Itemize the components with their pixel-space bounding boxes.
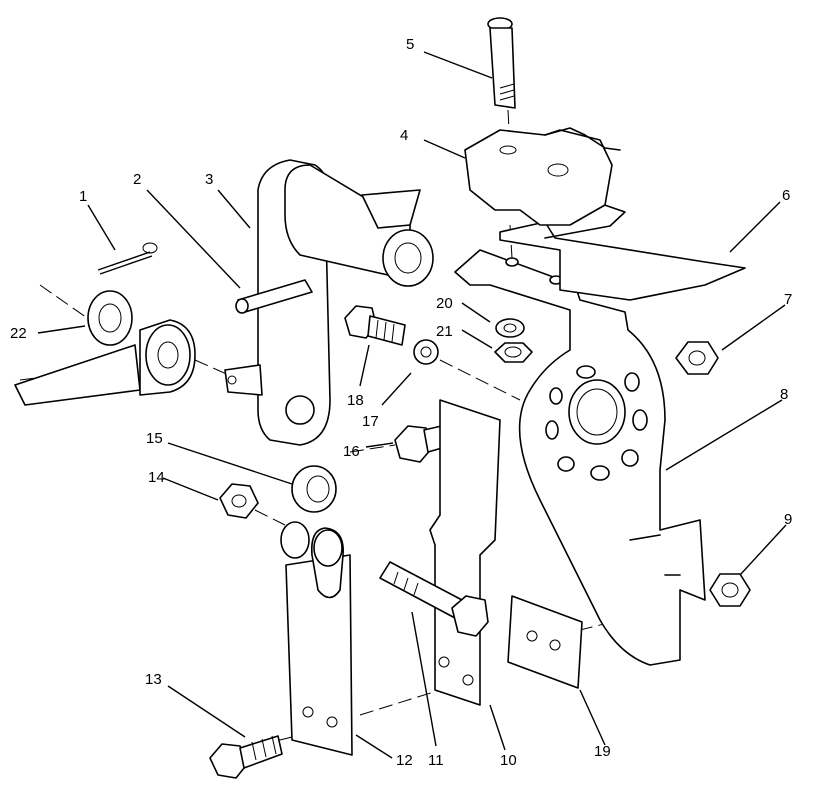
callout-12: 12 bbox=[396, 752, 413, 769]
callout-7: 7 bbox=[784, 291, 792, 308]
callout-22: 22 bbox=[10, 325, 27, 342]
nut-part-14 bbox=[219, 483, 259, 519]
bolt-part-11 bbox=[379, 561, 489, 637]
nut-part-7 bbox=[675, 341, 719, 375]
bolt-part-13 bbox=[209, 735, 283, 779]
callout-21: 21 bbox=[436, 323, 453, 340]
screw-part-5 bbox=[487, 17, 516, 109]
clevis-bracket-part-12 bbox=[280, 521, 353, 756]
nut-part-21 bbox=[494, 342, 533, 363]
callout-13: 13 bbox=[145, 671, 162, 688]
pin-part-2 bbox=[235, 279, 313, 314]
callout-10: 10 bbox=[500, 752, 517, 769]
main-bracket-plate bbox=[454, 249, 706, 666]
rod-end bbox=[14, 319, 196, 406]
callout-11: 11 bbox=[428, 752, 444, 769]
cotter-pin-part-1 bbox=[97, 242, 158, 275]
callout-20: 20 bbox=[436, 295, 453, 312]
callout-19: 19 bbox=[594, 743, 611, 760]
callout-8: 8 bbox=[780, 386, 788, 403]
bolt-part-18 bbox=[344, 305, 406, 346]
leader-lines bbox=[37, 51, 787, 759]
callout-2: 2 bbox=[133, 171, 141, 188]
star-washer-part-17 bbox=[413, 339, 439, 365]
lever-arm-part-3 bbox=[224, 159, 434, 446]
bracket-part-10 bbox=[429, 399, 501, 706]
callout-4: 4 bbox=[400, 127, 408, 144]
callout-5: 5 bbox=[406, 36, 414, 53]
callout-9: 9 bbox=[784, 511, 792, 528]
nut-part-9 bbox=[709, 573, 751, 607]
callout-16: 16 bbox=[343, 443, 360, 460]
plate-part-6 bbox=[499, 199, 746, 301]
lockwasher-part-20 bbox=[495, 318, 525, 338]
plate-part-19 bbox=[507, 595, 583, 689]
callout-3: 3 bbox=[205, 171, 213, 188]
switch-block-part-4 bbox=[464, 127, 621, 226]
callout-15: 15 bbox=[146, 430, 163, 447]
spacer-part-15 bbox=[291, 465, 337, 513]
callout-labels: 1 2 3 4 5 6 7 8 9 10 11 12 13 14 15 16 1… bbox=[10, 36, 792, 769]
washer-part-22 bbox=[87, 290, 133, 346]
callout-14: 14 bbox=[148, 469, 165, 486]
callout-1: 1 bbox=[79, 188, 87, 205]
callout-17: 17 bbox=[362, 413, 379, 430]
callout-18: 18 bbox=[347, 392, 364, 409]
callout-6: 6 bbox=[782, 187, 790, 204]
